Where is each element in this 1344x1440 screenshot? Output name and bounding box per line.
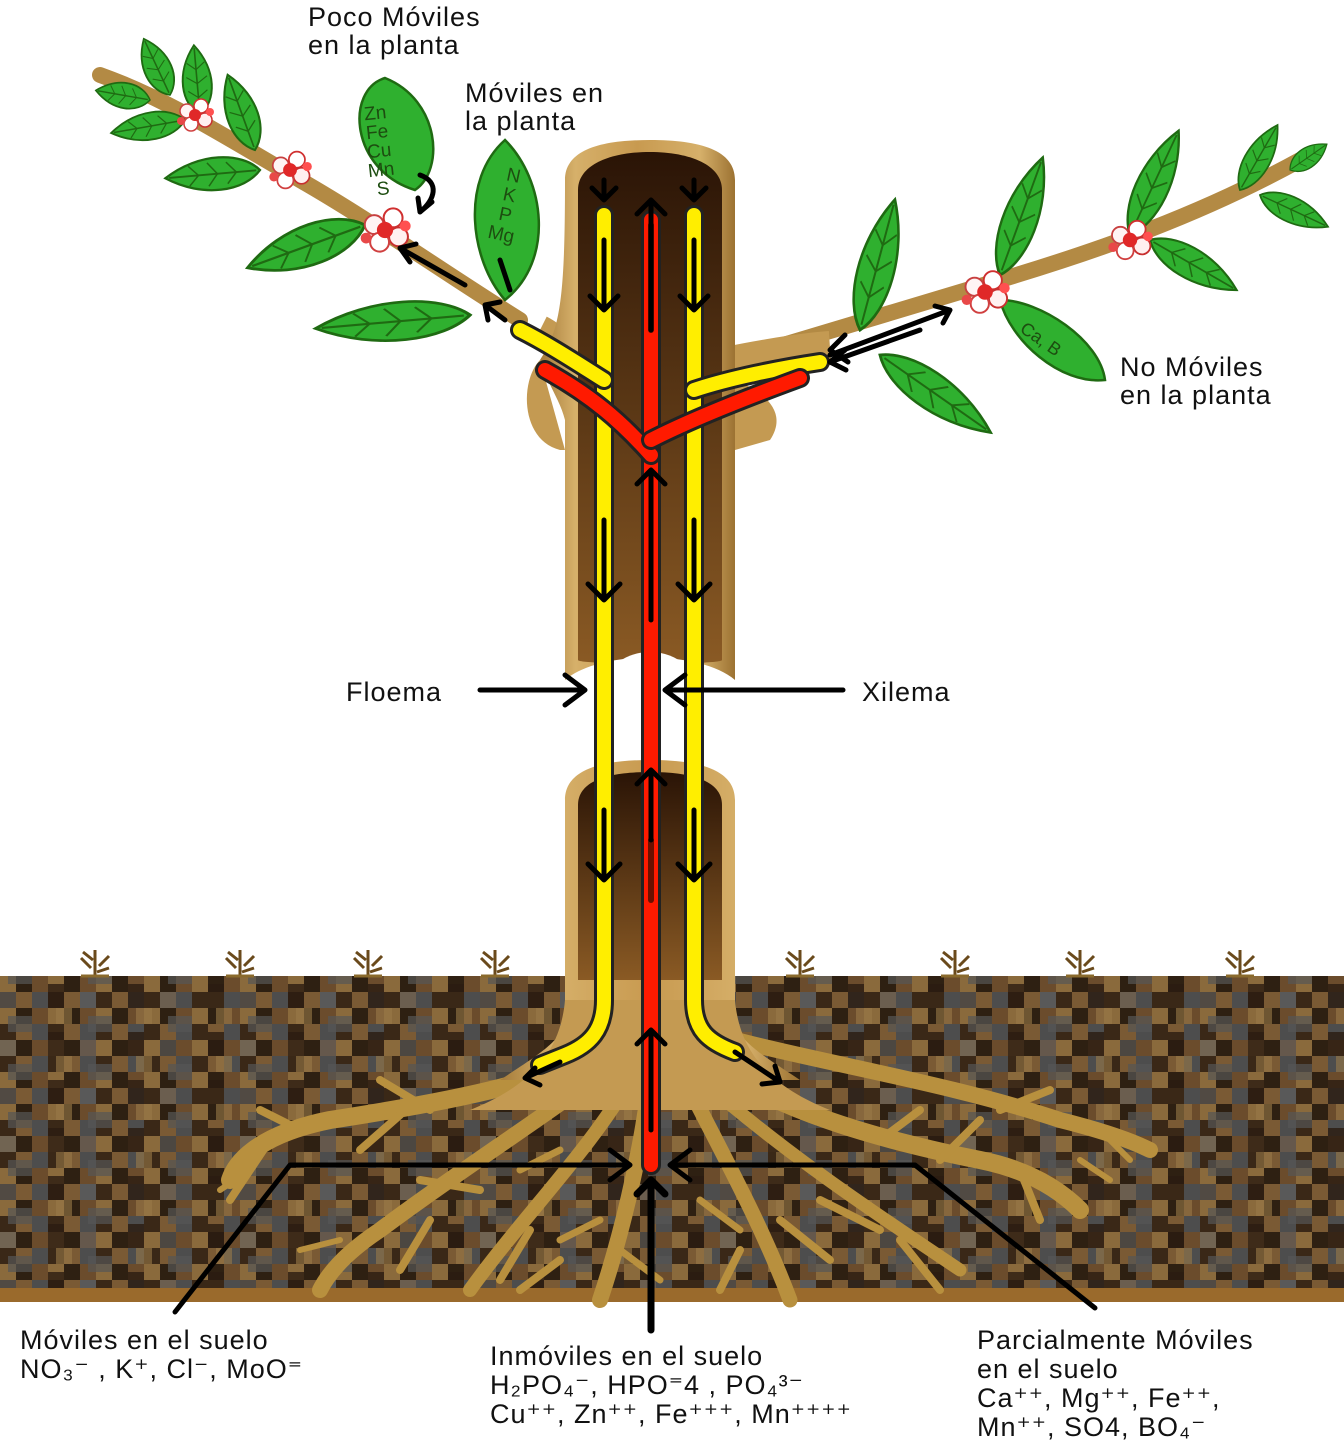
parcialmente-title-2: en el suelo xyxy=(977,1355,1254,1384)
inmoviles-suelo-title: Inmóviles en el suelo xyxy=(490,1342,852,1371)
inmoviles-suelo-group: Inmóviles en el suelo H₂PO₄⁻, HPO⁼4 , PO… xyxy=(490,1342,852,1429)
parcialmente-moviles-group: Parcialmente Móviles en el suelo Ca⁺⁺, M… xyxy=(977,1326,1254,1440)
poco-moviles-line1: Poco Móviles xyxy=(308,3,481,31)
inmoviles-suelo-ions-2: Cu⁺⁺, Zn⁺⁺, Fe⁺⁺⁺, Mn⁺⁺⁺⁺ xyxy=(490,1400,852,1429)
no-moviles-label: No Móviles en la planta xyxy=(1120,353,1272,409)
parcialmente-ions-2: Mn⁺⁺, SO4, BO₄⁻ xyxy=(977,1413,1254,1440)
no-moviles-line2: en la planta xyxy=(1120,381,1272,409)
inmoviles-suelo-ions-1: H₂PO₄⁻, HPO⁼4 , PO₄³⁻ xyxy=(490,1371,852,1400)
moviles-planta-line1: Móviles en xyxy=(465,79,604,107)
floema-label: Floema xyxy=(346,678,442,706)
moviles-planta-label: Móviles en la planta xyxy=(465,79,604,135)
poco-moviles-label: Poco Móviles en la planta xyxy=(308,3,481,59)
no-moviles-line1: No Móviles xyxy=(1120,353,1272,381)
moviles-planta-line2: la planta xyxy=(465,107,604,135)
moviles-suelo-title: Móviles en el suelo xyxy=(20,1326,303,1355)
moviles-suelo-group: Móviles en el suelo NO₃⁻ , K⁺, Cl⁻, MoO⁼ xyxy=(20,1326,303,1384)
parcialmente-title-1: Parcialmente Móviles xyxy=(977,1326,1254,1355)
parcialmente-ions-1: Ca⁺⁺, Mg⁺⁺, Fe⁺⁺, xyxy=(977,1384,1254,1413)
xilema-label: Xilema xyxy=(862,678,951,706)
poco-moviles-line2: en la planta xyxy=(308,31,481,59)
moviles-suelo-ions: NO₃⁻ , K⁺, Cl⁻, MoO⁼ xyxy=(20,1355,303,1384)
